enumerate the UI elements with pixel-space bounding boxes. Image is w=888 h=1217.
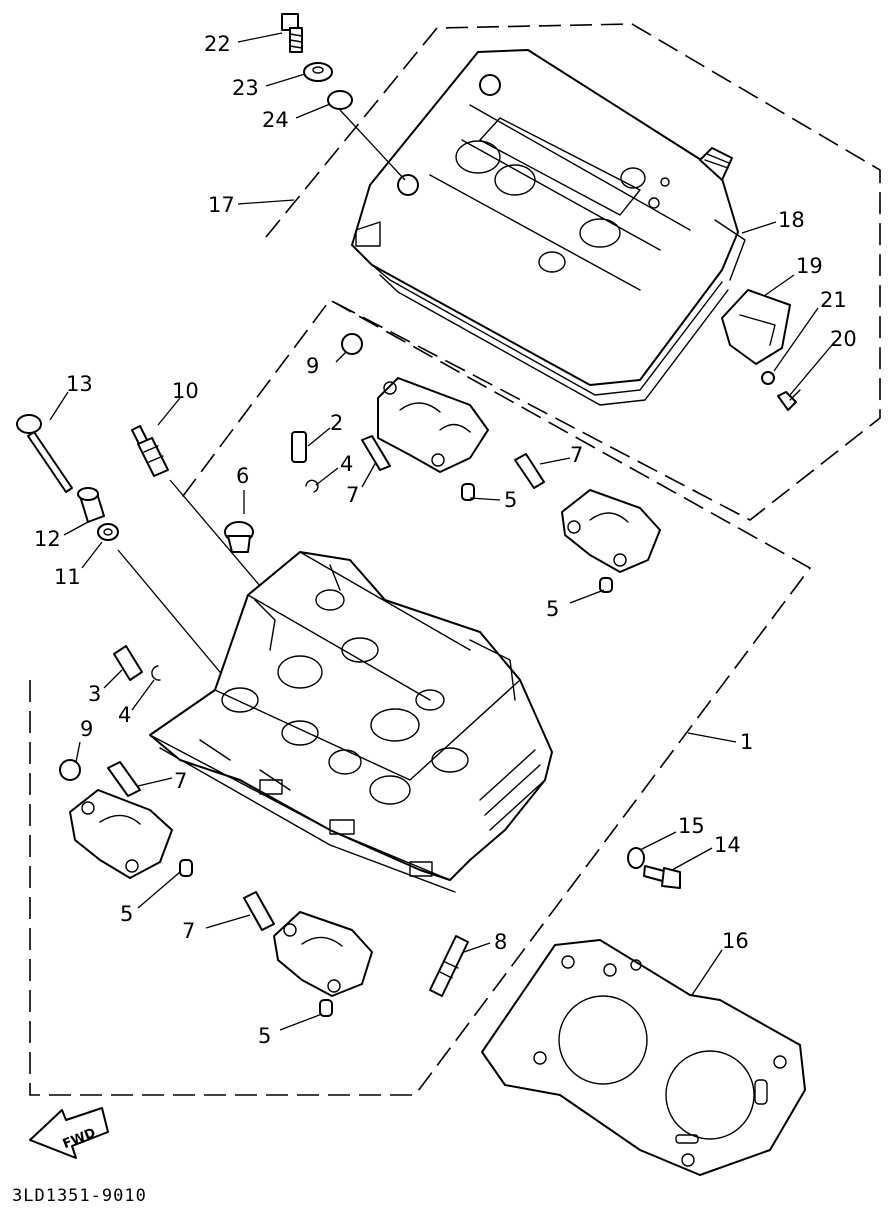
cam-cap-bolts bbox=[107, 435, 545, 931]
cam-cap-lower-center bbox=[273, 911, 373, 997]
callout-3: 3 bbox=[88, 682, 101, 706]
callout-7-lower-left: 7 bbox=[174, 769, 187, 793]
callout-15: 15 bbox=[678, 814, 705, 838]
valve-cover bbox=[351, 49, 739, 406]
drawing-code: 3LD1351-9010 bbox=[12, 1186, 147, 1206]
callout-labels: 22 23 24 17 18 19 21 20 13 10 9 2 4 7 7 … bbox=[34, 32, 857, 1048]
callout-9-upper: 9 bbox=[306, 354, 319, 378]
cam-cap-upper-right bbox=[561, 489, 661, 573]
bolt-14 bbox=[643, 865, 681, 889]
callout-22: 22 bbox=[204, 32, 231, 56]
callout-9-lower: 9 bbox=[80, 717, 93, 741]
callout-18: 18 bbox=[778, 208, 805, 232]
callout-5-upper-center: 5 bbox=[504, 488, 517, 512]
callout-12: 12 bbox=[34, 527, 61, 551]
callout-5-upper-right: 5 bbox=[546, 597, 559, 621]
callout-2: 2 bbox=[330, 411, 343, 435]
cylinder-head-group-boundary bbox=[29, 298, 812, 1096]
callout-13: 13 bbox=[66, 372, 93, 396]
spark-plug-10 bbox=[131, 425, 169, 477]
callout-8: 8 bbox=[494, 930, 507, 954]
callout-11: 11 bbox=[54, 565, 81, 589]
cylinder-head bbox=[149, 551, 553, 893]
fwd-arrow-icon: FWD bbox=[29, 1107, 109, 1159]
callout-10: 10 bbox=[172, 379, 199, 403]
leader-lines bbox=[49, 32, 833, 1031]
callout-6: 6 bbox=[236, 464, 249, 488]
long-bolt-13 bbox=[16, 414, 73, 493]
washer-11 bbox=[97, 523, 119, 541]
callout-4-upper: 4 bbox=[340, 452, 353, 476]
callout-7-upper-center: 7 bbox=[346, 483, 359, 507]
head-gasket bbox=[481, 939, 806, 1176]
callout-7-lower-center: 7 bbox=[182, 919, 195, 943]
valve-cover-group-boundary bbox=[265, 23, 881, 521]
callout-19: 19 bbox=[796, 254, 823, 278]
stud-bolt-8 bbox=[429, 935, 469, 997]
callout-24: 24 bbox=[262, 108, 289, 132]
plug-6 bbox=[224, 521, 254, 553]
cam-cap-upper-center bbox=[377, 377, 489, 473]
cover-gasket bbox=[714, 219, 746, 281]
seal-washer-23 bbox=[303, 62, 333, 82]
washer-15 bbox=[627, 847, 645, 869]
callout-16: 16 bbox=[722, 929, 749, 953]
circlips bbox=[151, 479, 319, 681]
callout-14: 14 bbox=[714, 833, 741, 857]
callout-5-lower-left: 5 bbox=[120, 902, 133, 926]
callout-21: 21 bbox=[820, 288, 847, 312]
breather-plate bbox=[721, 289, 791, 365]
collar-12 bbox=[77, 487, 105, 523]
grommet-24 bbox=[327, 90, 353, 110]
dowel-pins bbox=[179, 483, 613, 1017]
callout-23: 23 bbox=[232, 76, 259, 100]
washer-21 bbox=[761, 371, 775, 385]
valve-guides bbox=[113, 431, 307, 681]
bolt-20 bbox=[777, 389, 801, 411]
callout-20: 20 bbox=[830, 327, 857, 351]
cover-bolt-22 bbox=[281, 13, 303, 53]
callout-7-upper-right: 7 bbox=[570, 443, 583, 467]
callout-5-lower-center: 5 bbox=[258, 1024, 271, 1048]
callout-4-lower: 4 bbox=[118, 703, 131, 727]
callout-1: 1 bbox=[740, 730, 753, 754]
callout-17: 17 bbox=[208, 193, 235, 217]
cap-9 bbox=[59, 333, 363, 781]
cam-cap-lower-left bbox=[69, 789, 173, 879]
